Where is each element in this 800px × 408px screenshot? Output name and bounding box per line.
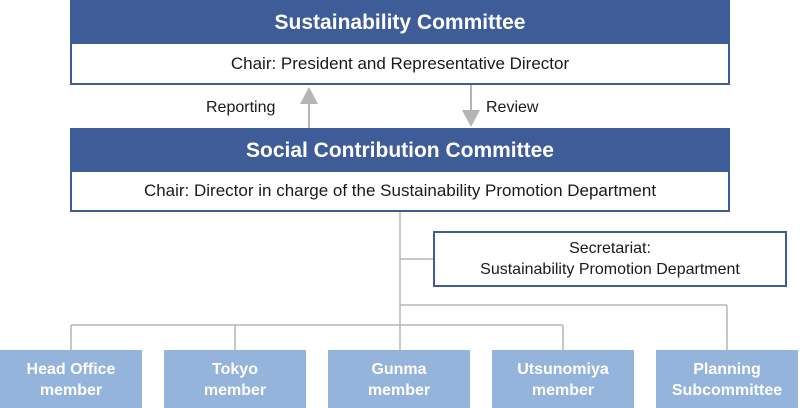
sustainability-committee-title: Sustainability Committee [72, 2, 728, 44]
member-line1: Planning [693, 361, 761, 378]
sustainability-committee-box: Sustainability Committee Chair: Presiden… [70, 0, 730, 85]
member-line1: Tokyo [212, 361, 258, 378]
review-arrow-head [462, 110, 480, 127]
member-line2: member [531, 382, 595, 399]
secretariat-box: Secretariat: Sustainability Promotion De… [433, 231, 787, 287]
planning-subcommittee: Planning Subcommittee [656, 350, 798, 408]
member-line1: Utsunomiya [517, 361, 609, 378]
member-line2: member [39, 382, 103, 399]
member-line2: member [367, 382, 431, 399]
member-gunma: Gunma member [328, 350, 470, 408]
member-head-office: Head Office member [0, 350, 142, 408]
review-label: Review [486, 99, 539, 116]
reporting-arrow-head [300, 87, 318, 104]
social-contribution-committee-title: Social Contribution Committee [72, 130, 728, 172]
member-line2: member [203, 382, 267, 399]
sustainability-committee-chair: Chair: President and Representative Dire… [230, 53, 570, 73]
social-contribution-committee-box: Social Contribution Committee Chair: Dir… [70, 128, 730, 212]
member-line1: Gunma [371, 361, 427, 378]
member-line2: Subcommittee [671, 382, 783, 399]
member-tokyo: Tokyo member [164, 350, 306, 408]
secretariat-department: Sustainability Promotion Department [480, 261, 740, 278]
secretariat-label: Secretariat: [569, 240, 651, 257]
member-line1: Head Office [26, 361, 116, 378]
reporting-label: Reporting [206, 99, 276, 116]
social-contribution-committee-chair: Chair: Director in charge of the Sustain… [143, 181, 657, 200]
member-utsunomiya: Utsunomiya member [492, 350, 634, 408]
